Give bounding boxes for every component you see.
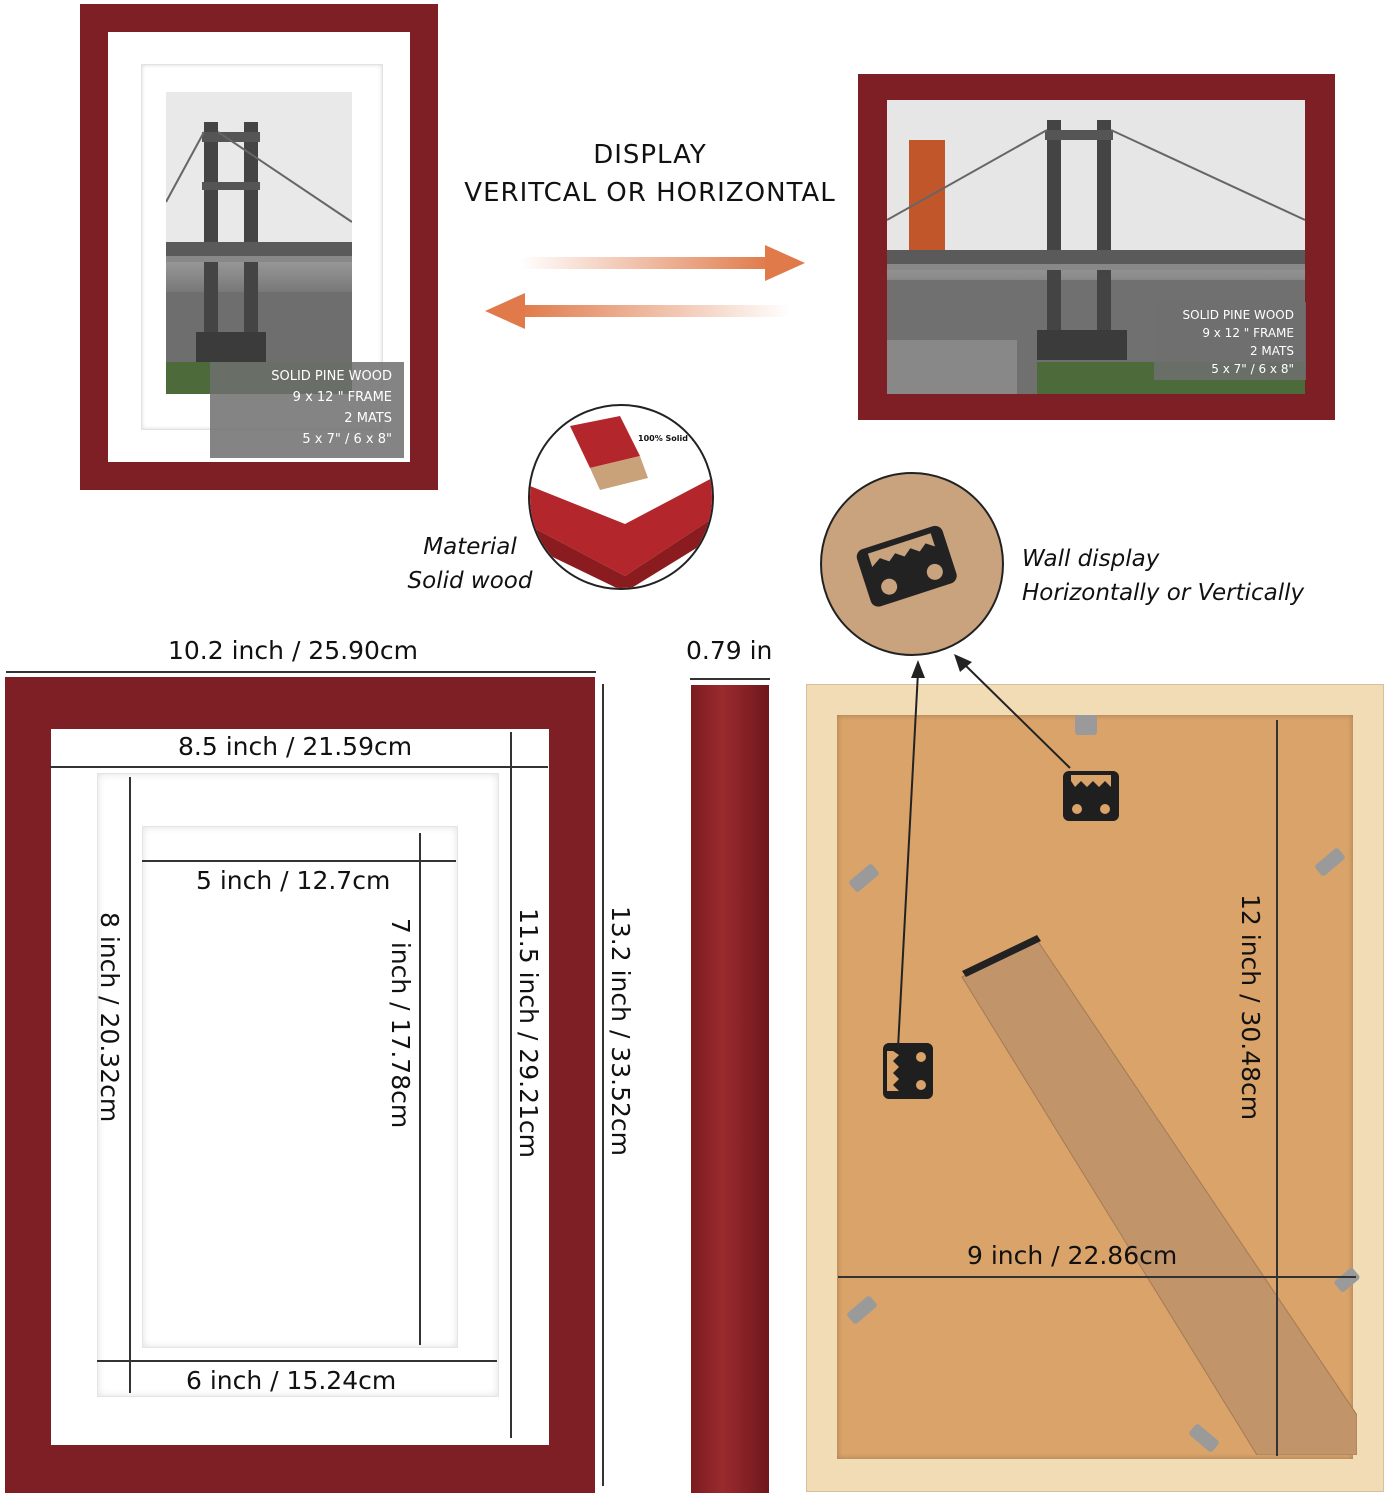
badge-h-line-3: 2 MATS [1249,344,1294,358]
badge-line-1: SOLID PINE WOOD [271,369,392,384]
inner-height-line [419,833,421,1345]
badge-h-line-2: 9 x 12 " FRAME [1202,326,1294,340]
mat-width-line [50,766,548,768]
back-height-line [1276,720,1278,1456]
depth-line [690,678,770,680]
wall-line-2: Horizontally or Vertically [1022,580,1305,606]
middle-height-label: 8 inch / 20.32cm [95,912,124,1123]
side-hanger-icon [883,1043,933,1099]
mat-height-line [510,732,512,1438]
orientation-arrows [485,245,805,329]
material-label: Material Solid wood [400,530,540,598]
inner-mat-opening [142,826,458,1348]
back-height-label: 12 inch / 30.48cm [1236,894,1265,1121]
outer-height-label: 13.2 inch / 33.52cm [606,906,635,1156]
depth-label: 0.79 in [686,636,773,665]
display-subtitle: VERITCAL OR HORIZONTAL [464,178,836,208]
inner-width-label: 5 inch / 12.7cm [196,866,391,895]
wood-corner-icon [530,416,712,588]
sawtooth-hanger-icon [856,525,957,607]
top-hanger-icon [1063,771,1119,821]
vertical-frame: SOLID PINE WOOD 9 x 12 " FRAME 2 MATS 5 … [80,4,438,490]
wall-display-label: Wall display Horizontally or Vertically [1022,542,1304,610]
spec-badge-horizontal: SOLID PINE WOOD 9 x 12 " FRAME 2 MATS 5 … [1154,302,1306,380]
bridge-photo-horizontal [887,100,1305,394]
bridge-photo-vertical [166,92,352,394]
middle-width-label: 6 inch / 15.24cm [186,1366,397,1395]
mat-width-label: 8.5 inch / 21.59cm [178,732,413,761]
badge-line-4: 5 x 7" / 6 x 8" [302,432,392,447]
material-line-2: Solid wood [407,568,533,594]
inner-width-line [142,860,456,862]
material-line-1: Material [423,534,517,560]
wall-line-1: Wall display [1022,546,1160,572]
spec-badge-vertical: SOLID PINE WOOD 9 x 12 " FRAME 2 MATS 5 … [210,362,404,458]
display-title: DISPLAY [593,140,707,170]
outer-height-line [602,684,604,1486]
badge-h-line-4: 5 x 7" / 6 x 8" [1211,362,1294,376]
hanger-detail-circle [820,472,1004,656]
badge-line-2: 9 x 12 " FRAME [292,390,392,405]
badge-h-line-1: SOLID PINE WOOD [1182,308,1295,322]
inner-height-label: 7 inch / 17.78cm [386,918,415,1129]
back-width-line [838,1276,1356,1278]
frame-back [806,684,1384,1492]
bridge-illustration [166,92,352,394]
material-detail-circle: 100% Solid Wo [528,404,714,590]
outer-width-label: 10.2 inch / 25.90cm [168,636,418,665]
back-width-label: 9 inch / 22.86cm [967,1241,1178,1270]
arrow-right-icon [520,245,805,281]
material-tag: 100% Solid Wo [638,434,705,443]
frame-side-profile [691,685,769,1493]
middle-width-line [97,1360,497,1362]
easel-stand [961,935,1357,1455]
pointer-arrows [897,654,1071,1049]
clip-icon-6 [1075,715,1097,735]
arrow-left-icon [485,293,790,329]
display-heading: DISPLAY VERITCAL OR HORIZONTAL [450,140,850,208]
frame-outer-mat: SOLID PINE WOOD 9 x 12 " FRAME 2 MATS 5 … [108,32,410,462]
outer-width-line [6,671,596,673]
middle-height-line [129,777,131,1393]
mat-height-label: 11.5 inch / 29.21cm [514,908,543,1158]
badge-line-3: 2 MATS [344,411,392,426]
horizontal-frame: SOLID PINE WOOD 9 x 12 " FRAME 2 MATS 5 … [858,74,1335,420]
